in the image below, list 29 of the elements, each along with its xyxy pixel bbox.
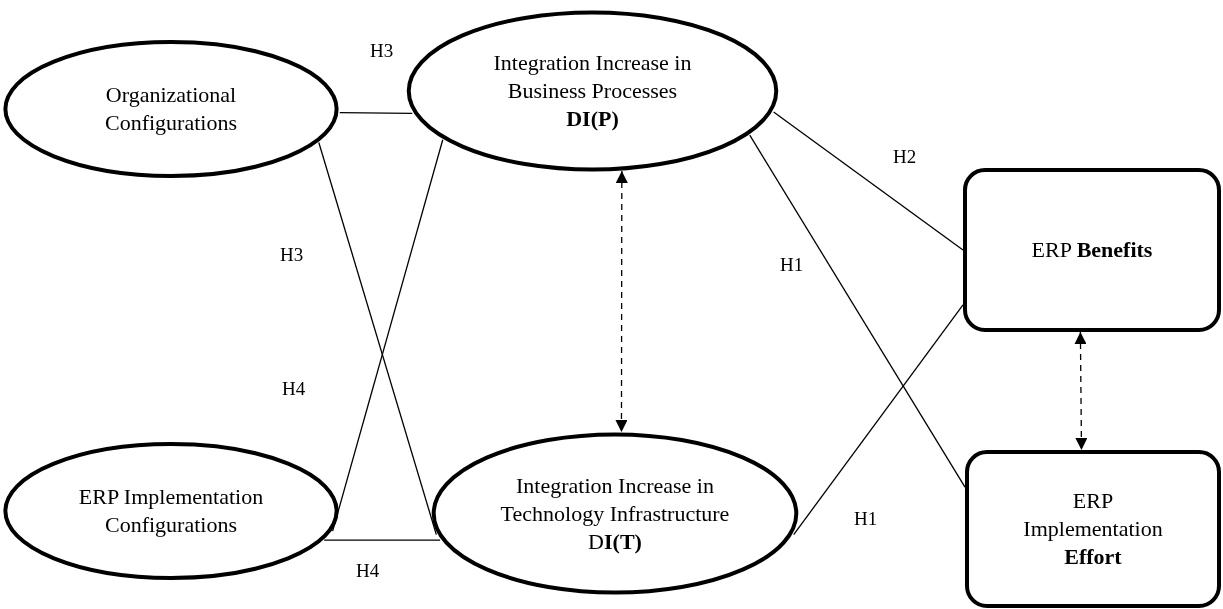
outcome-box: [965, 450, 1221, 608]
node-text: ERP Implementation Configurations: [77, 483, 265, 539]
hypothesis-label: H2: [893, 146, 917, 168]
connector-line: [331, 139, 444, 532]
connector-line: [772, 111, 964, 251]
node-text: Organizational Configurations: [104, 81, 238, 137]
hypothesis-label: H4: [356, 560, 380, 582]
connector-line: [318, 141, 437, 536]
node-text: Integration Increase in Business Processes: [492, 49, 693, 105]
hypothesis-label: H1: [780, 254, 804, 276]
construct-ellipse: [2, 40, 340, 178]
double-arrow: [615, 170, 628, 433]
node-text: Integration Increase in Technology Infrastructure DI(T): [499, 471, 731, 556]
construct-ellipse: [405, 10, 780, 172]
node-text: ERP Implementation Effort: [1022, 487, 1164, 571]
hypothesis-label: H1: [854, 508, 878, 530]
connector-line: [339, 111, 413, 114]
construct-ellipse: [2, 442, 340, 580]
outcome-box: [963, 168, 1221, 332]
connector-line: [323, 539, 441, 541]
hypothesis-label: H3: [280, 244, 304, 266]
double-arrow: [1074, 331, 1088, 451]
hypothesis-label: H4: [282, 378, 306, 400]
connector-line: [749, 134, 966, 488]
construct-ellipse: [430, 432, 800, 595]
node-text: DI(P): [566, 105, 619, 133]
node-text: ERP Benefits: [1031, 236, 1153, 264]
connector-line: [793, 304, 964, 536]
hypothesis-label: H3: [370, 40, 394, 62]
